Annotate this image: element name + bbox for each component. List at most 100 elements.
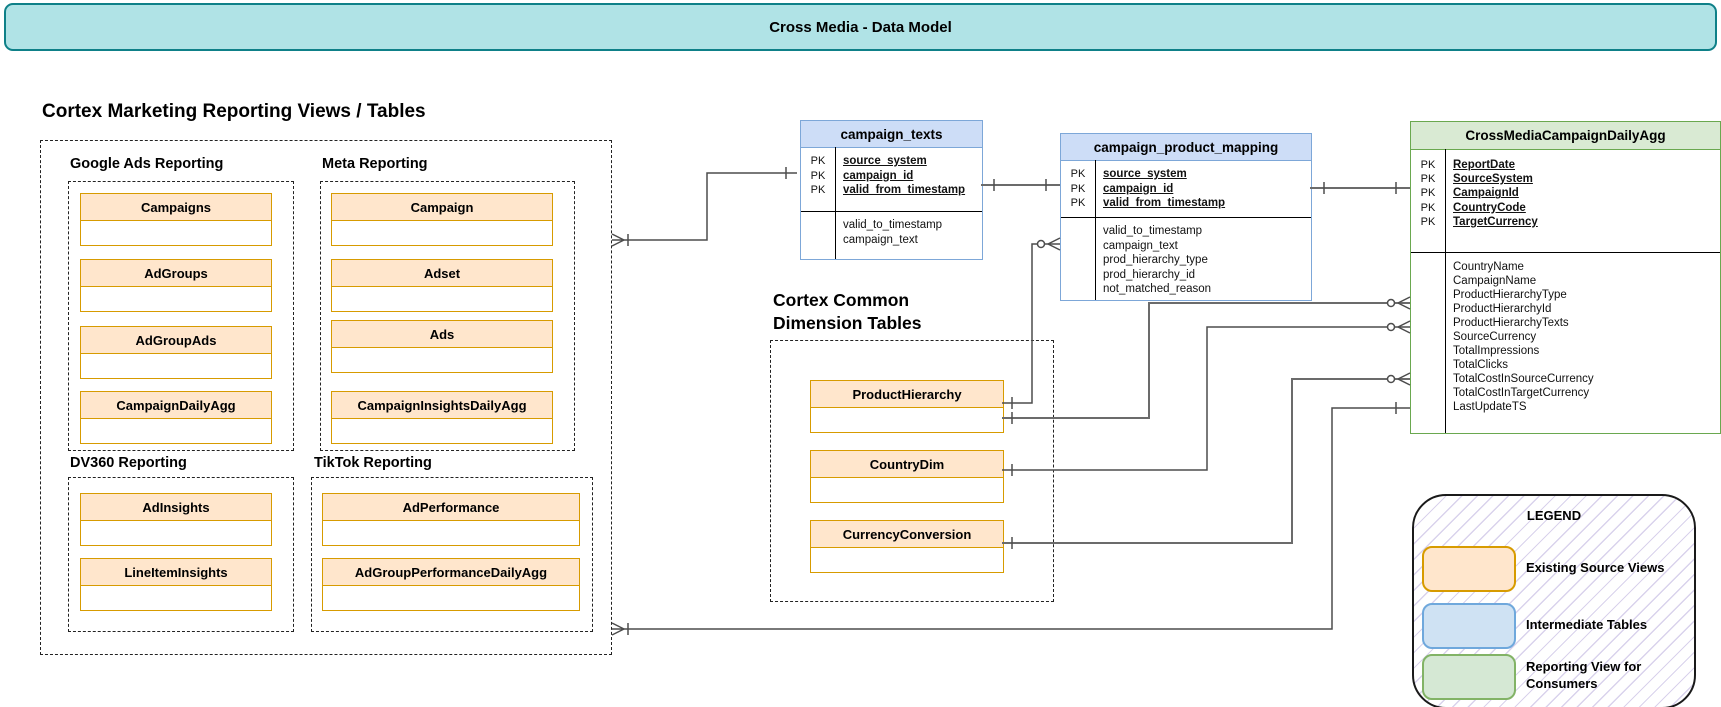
field-section: valid_to_timestamp campaign_text prod_hi… <box>1061 217 1311 300</box>
pk-label: PK <box>1420 187 1436 200</box>
field-section: valid_to_timestamp campaign_text <box>801 211 982 259</box>
field: campaign_text <box>1103 239 1178 252</box>
entity-header: LineItemInsights <box>81 559 271 586</box>
pk-label: PK <box>1420 201 1436 214</box>
field: TotalCostInSourceCurrency <box>1453 373 1594 385</box>
table-field-row: PK campaign_id <box>801 169 982 184</box>
entity-countrydim: CountryDim <box>810 450 1004 503</box>
pk-field: CountryCode <box>1453 201 1526 214</box>
pk-label: PK <box>810 169 826 182</box>
pk-field: valid_from_timestamp <box>843 184 966 196</box>
legend-label: Intermediate Tables <box>1526 617 1648 632</box>
entity-body <box>332 287 552 311</box>
group-box-google-ads <box>68 181 294 451</box>
group-label-dv360: DV360 Reporting <box>70 455 187 471</box>
entity-adinsights: AdInsights <box>80 493 272 546</box>
circle-zero <box>1036 239 1046 249</box>
table-field-row: CountryName <box>1411 260 1720 274</box>
table-field-row: TotalCostInSourceCurrency <box>1411 372 1720 386</box>
field: valid_to_timestamp <box>843 219 943 231</box>
entity-body <box>811 408 1003 432</box>
pk-label: PK <box>1070 182 1086 195</box>
pk-field: valid_from_timestamp <box>1103 197 1226 209</box>
pk-field: campaign_id <box>1103 182 1174 195</box>
group-label-meta: Meta Reporting <box>322 156 428 172</box>
entity-header: CountryDim <box>811 451 1003 478</box>
legend-title: LEGEND <box>1526 508 1582 523</box>
pk-label: PK <box>1420 215 1436 228</box>
table-title: campaign_product_mapping <box>1061 134 1311 161</box>
circle-zero <box>1386 298 1396 308</box>
table-field-row: valid_to_timestamp <box>1061 224 1311 239</box>
entity-header: AdGroupAds <box>81 327 271 354</box>
pk-column-divider <box>1095 160 1097 300</box>
entity-header: AdPerformance <box>323 494 579 521</box>
pk-label: PK <box>810 184 826 196</box>
pk-field: SourceSystem <box>1453 173 1533 186</box>
dimension-title-line1: Cortex Common <box>773 290 910 310</box>
pk-field: CampaignId <box>1453 187 1519 200</box>
group-box-dv360 <box>68 477 294 632</box>
edge-countrydim-to-crossmedia <box>1002 326 1410 471</box>
table-field-row: ProductHierarchyTexts <box>1411 316 1720 330</box>
table-field-row: prod_hierarchy_type <box>1061 253 1311 268</box>
table-field-row: SourceCurrency <box>1411 330 1720 344</box>
table-field-row: TotalClicks <box>1411 358 1720 372</box>
dimension-section-title: Cortex Common Dimension Tables <box>773 289 921 335</box>
entity-body <box>81 221 271 245</box>
legend-swatch-existing-source-views <box>1422 546 1516 592</box>
entity-body <box>323 586 579 610</box>
field: CountryName <box>1453 261 1524 273</box>
edge-producthierarchy-to-crossmedia <box>1002 302 1410 419</box>
crowsfoot-many <box>1397 296 1411 310</box>
pk-column-divider <box>835 147 837 259</box>
entity-header: Campaign <box>332 194 552 221</box>
entity-body <box>811 548 1003 572</box>
entity-header: CurrencyConversion <box>811 521 1003 548</box>
field: ProductHierarchyId <box>1453 303 1552 315</box>
crowsfoot-many-marketing <box>611 622 625 636</box>
entity-header: AdInsights <box>81 494 271 521</box>
pk-label: PK <box>1420 173 1436 186</box>
table-field-row: LastUpdateTS <box>1411 400 1720 414</box>
table-field-row: PK CampaignId <box>1411 186 1720 200</box>
pk-label: PK <box>1420 159 1436 171</box>
entity-header: Ads <box>332 321 552 348</box>
circle-zero <box>1386 322 1396 332</box>
entity-body <box>81 287 271 311</box>
table-field-row: not_matched_reason <box>1061 282 1311 297</box>
entity-body <box>81 419 271 443</box>
field: LastUpdateTS <box>1453 401 1527 413</box>
entity-header: ProductHierarchy <box>811 381 1003 408</box>
legend-swatch-intermediate-tables <box>1422 603 1516 649</box>
table-field-row: TotalCostInTargetCurrency <box>1411 386 1720 400</box>
table-field-row: prod_hierarchy_id <box>1061 268 1311 283</box>
entity-adgroupads: AdGroupAds <box>80 326 272 379</box>
entity-adgroups: AdGroups <box>80 259 272 312</box>
entity-header: Campaigns <box>81 194 271 221</box>
crowsfoot-many <box>1397 320 1411 334</box>
entity-currencyconversion: CurrencyConversion <box>810 520 1004 573</box>
legend-label: Existing Source Views <box>1526 560 1665 575</box>
field-section: CountryName CampaignName ProductHierarch… <box>1411 252 1720 433</box>
field: not_matched_reason <box>1103 283 1212 295</box>
diagram-title-banner: Cross Media - Data Model <box>4 3 1717 51</box>
legend: LEGEND Existing Source Views Intermediat… <box>1412 494 1696 707</box>
entity-body <box>811 478 1003 502</box>
table-field-row: ProductHierarchyId <box>1411 302 1720 316</box>
field: valid_to_timestamp <box>1103 225 1203 237</box>
table-field-row: ProductHierarchyType <box>1411 288 1720 302</box>
pk-label: PK <box>1070 197 1086 209</box>
legend-label: Reporting View for Consumers <box>1526 659 1642 691</box>
entity-lineiteminsights: LineItemInsights <box>80 558 272 611</box>
pk-field: campaign_id <box>843 169 914 182</box>
entity-campaigninsightsdailyagg: CampaignInsightsDailyAgg <box>331 391 553 444</box>
